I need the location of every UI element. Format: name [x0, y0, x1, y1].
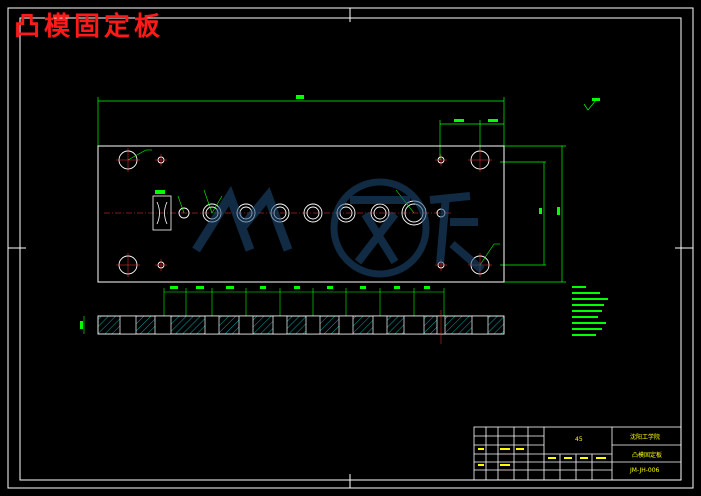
watermark	[192, 178, 485, 278]
title-block-cell-marks	[478, 448, 606, 466]
right-offset-dimensions	[439, 119, 566, 283]
technical-notes	[572, 286, 608, 336]
title-block-frame	[473, 426, 682, 481]
title-block-material: 45	[575, 436, 583, 443]
corner-hole-leaders	[127, 149, 500, 266]
plate-top-view	[97, 145, 505, 283]
roughness-symbol	[583, 98, 600, 111]
title-block-drawing-number: JM-JH-006	[630, 467, 660, 474]
sheet-border	[7, 7, 694, 489]
title-block-school: 沈阳工学院	[630, 434, 661, 441]
section-view	[97, 310, 505, 344]
rectangular-punch-slot	[152, 190, 172, 231]
overall-length-dimension	[97, 95, 505, 146]
drawing-title: 凸模固定板	[14, 12, 165, 42]
title-block-part-name: 凸模固定板	[632, 452, 663, 459]
section-dimension-chain	[80, 286, 445, 334]
